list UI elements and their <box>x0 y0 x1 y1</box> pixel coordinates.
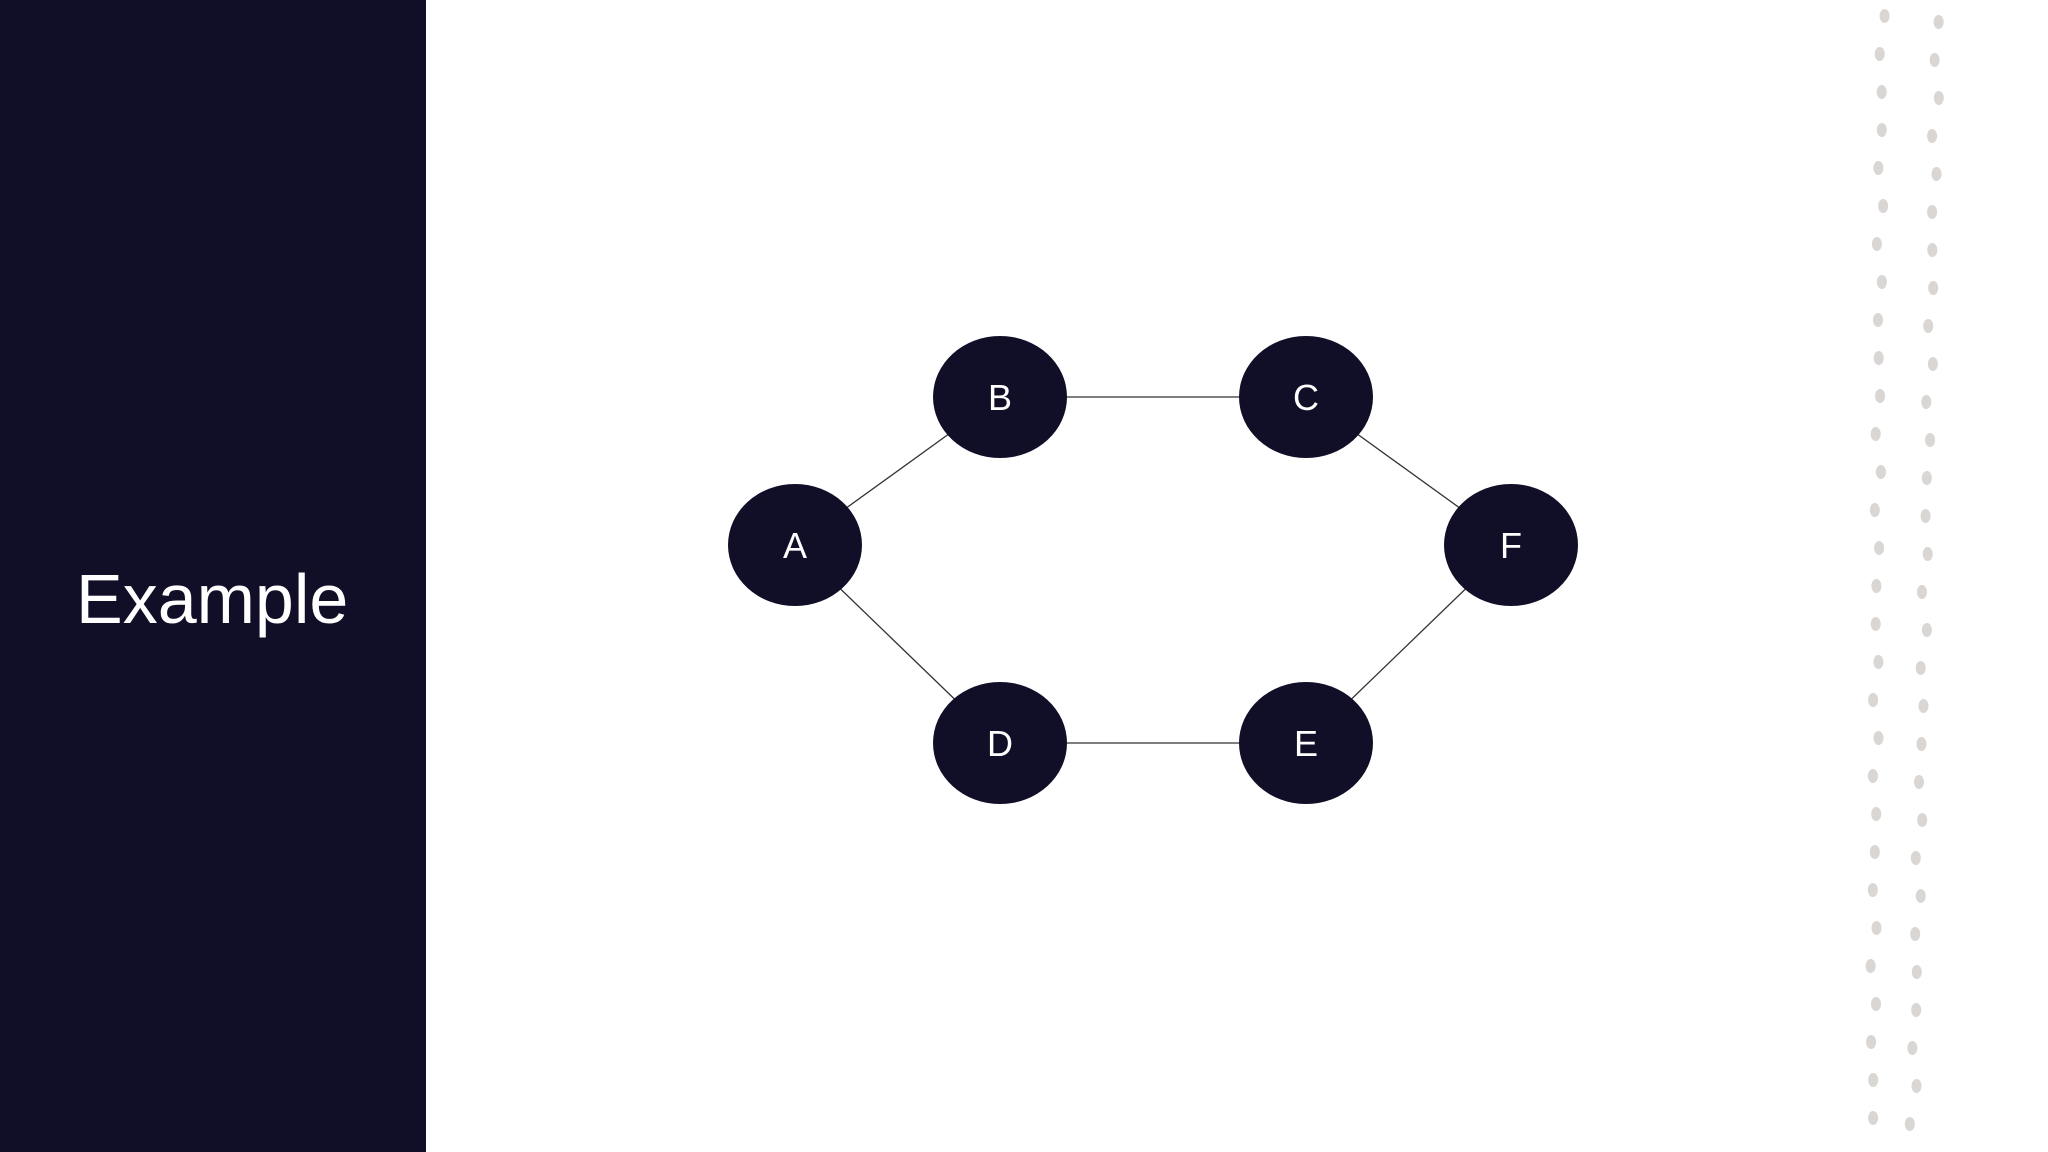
dotted-decoration <box>1865 9 1944 1131</box>
decor-dot <box>1910 851 1921 865</box>
decor-dot <box>1876 123 1887 137</box>
decor-dot <box>1920 509 1931 523</box>
decor-dot <box>1868 693 1879 707</box>
node-f-circle <box>1444 484 1578 606</box>
node-c-circle <box>1239 336 1373 458</box>
decor-dot <box>1933 91 1944 105</box>
decor-dot <box>1866 1035 1877 1049</box>
decor-dot <box>1917 813 1928 827</box>
decor-dot <box>1915 889 1926 903</box>
decor-dot <box>1904 1117 1915 1131</box>
decor-dot <box>1879 9 1890 23</box>
decor-dot <box>1878 199 1889 213</box>
decor-dot <box>1871 579 1882 593</box>
decor-dot <box>1915 661 1926 675</box>
decor-dot <box>1868 1111 1879 1125</box>
decor-dot <box>1868 1073 1879 1087</box>
decor-dot <box>1871 807 1882 821</box>
node-f: F <box>1444 484 1578 606</box>
node-b: B <box>933 336 1067 458</box>
decor-dot <box>1914 775 1924 789</box>
decor-dot <box>1876 85 1887 99</box>
node-d-label: D <box>987 723 1013 764</box>
node-d: D <box>933 682 1067 804</box>
node-c-label: C <box>1293 377 1319 418</box>
decor-dot <box>1874 47 1885 61</box>
decor-dot <box>1931 167 1942 181</box>
decor-dot <box>1927 129 1938 143</box>
node-a-label: A <box>783 525 807 566</box>
node-c: C <box>1239 336 1373 458</box>
decor-dot <box>1875 389 1886 403</box>
decor-dot <box>1921 623 1932 637</box>
decor-dot <box>1873 313 1883 327</box>
node-f-label: F <box>1500 525 1522 566</box>
decor-dot <box>1916 737 1927 751</box>
decor-dot <box>1873 731 1884 745</box>
decor-dot <box>1928 281 1939 295</box>
decor-dot <box>1911 965 1922 979</box>
node-a-circle <box>728 484 862 606</box>
decor-dot <box>1869 503 1880 517</box>
decor-dot <box>1923 319 1934 333</box>
decor-dot <box>1918 699 1929 713</box>
decor-dot <box>1925 433 1936 447</box>
decor-dot <box>1922 547 1933 561</box>
decor-dot <box>1933 15 1944 29</box>
decor-dot <box>1871 997 1881 1011</box>
node-e-label: E <box>1294 723 1318 764</box>
decor-dot <box>1867 769 1878 783</box>
node-b-circle <box>933 336 1067 458</box>
decor-dot <box>1929 53 1940 67</box>
node-b-label: B <box>988 377 1012 418</box>
decor-dot <box>1876 275 1887 289</box>
decor-dot <box>1869 845 1880 859</box>
decor-dot <box>1911 1003 1922 1017</box>
graph-nodes: A B C D E F <box>728 336 1578 804</box>
decor-dot <box>1871 921 1882 935</box>
node-e: E <box>1239 682 1373 804</box>
title-sidebar: Example <box>0 0 426 1152</box>
decor-dot <box>1927 205 1938 219</box>
decor-dot <box>1910 927 1921 941</box>
decor-dot <box>1916 585 1927 599</box>
decor-dot <box>1870 427 1881 441</box>
decor-dot <box>1867 883 1878 897</box>
decor-dot <box>1875 465 1886 479</box>
decor-dot <box>1873 351 1884 365</box>
decor-dot <box>1870 617 1881 631</box>
decor-dot <box>1865 959 1876 973</box>
graph-edges <box>794 396 1512 744</box>
decor-dot <box>1927 357 1938 371</box>
decor-dot <box>1911 1079 1922 1093</box>
decor-dot <box>1907 1041 1918 1055</box>
node-d-circle <box>933 682 1067 804</box>
decor-dot <box>1921 471 1932 485</box>
decor-dot <box>1871 237 1882 251</box>
node-e-circle <box>1239 682 1373 804</box>
node-a: A <box>728 484 862 606</box>
decor-dot <box>1873 161 1884 175</box>
decor-dot <box>1927 243 1938 257</box>
slide-title: Example <box>76 560 349 638</box>
decor-dot <box>1874 541 1885 555</box>
decor-dot <box>1873 655 1884 669</box>
decor-dot <box>1921 395 1932 409</box>
